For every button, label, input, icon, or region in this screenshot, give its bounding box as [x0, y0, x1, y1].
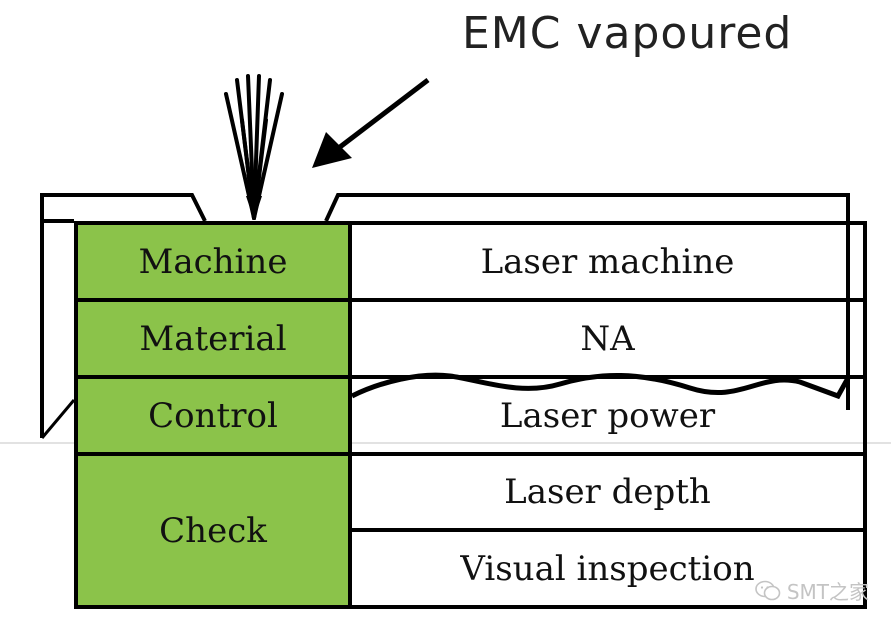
- table-row: Machine Laser machine: [74, 221, 867, 302]
- wechat-icon: [755, 580, 781, 600]
- package-outline-left: [40, 219, 74, 438]
- process-control-table: Machine Laser machine Material NA Contro…: [74, 221, 867, 609]
- category-cell-control: Control: [74, 375, 352, 456]
- value-cell-control: Laser power: [348, 375, 867, 456]
- arrow-shaft: [334, 78, 430, 152]
- plume-base: [246, 196, 262, 220]
- watermark-text: SMT之家: [786, 580, 869, 604]
- value-cell-material: NA: [348, 298, 867, 379]
- emc-vapoured-label: EMC vapoured: [462, 8, 793, 59]
- category-cell-machine: Machine: [74, 221, 352, 302]
- value-cell-check-visual: Visual inspection: [348, 528, 867, 609]
- category-cell-material: Material: [74, 298, 352, 379]
- value-cell-machine: Laser machine: [348, 221, 867, 302]
- value-cell-check-depth: Laser depth: [348, 452, 867, 532]
- table-row: Check Laser depth: [74, 452, 867, 609]
- package-outline-corner: [40, 399, 76, 439]
- table-row: Control Laser power: [74, 375, 867, 456]
- package-outline-top: [40, 193, 850, 223]
- watermark: SMT之家: [755, 576, 869, 605]
- category-cell-check: Check: [74, 452, 352, 609]
- arrow-head: [312, 132, 352, 168]
- table-row: Visual inspection: [76, 528, 867, 609]
- table-row: Material NA: [74, 298, 867, 379]
